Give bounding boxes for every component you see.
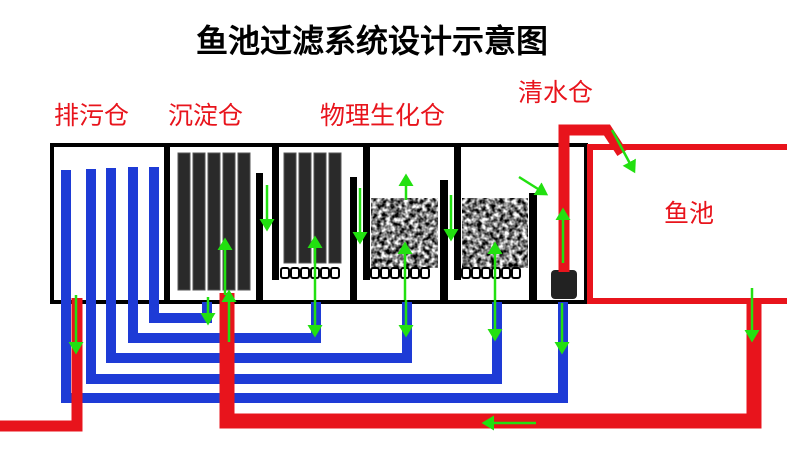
grid-cell [390,267,400,279]
divider [454,145,461,280]
divider [164,145,170,302]
filter-brush [298,152,312,264]
filter-brush [177,152,191,291]
grid-cell [420,267,430,279]
filter-brush [192,152,206,291]
grid-cell [300,267,310,279]
filter-brush [283,152,297,264]
label-clean-chamber: 清水仓 [518,78,593,107]
label-biochem-chamber: 物理生化仓 [320,101,445,130]
grid-cell [501,267,511,279]
flow-arrow-icon [518,175,549,196]
grid-cell [290,267,300,279]
label-sediment-chamber: 沉淀仓 [168,101,243,130]
grid-cell [280,267,290,279]
pump-supply-pipe [558,124,627,272]
grid-cell [481,267,491,279]
filter-brushes-physical [283,152,342,264]
baffle [440,180,448,302]
baffle [529,193,537,302]
water-pump-icon [551,270,577,299]
grid-cell [330,267,340,279]
filter-brush [237,152,251,291]
support-grid [280,267,521,279]
grid-cell [320,267,330,279]
flow-arrow-icon [610,129,636,174]
flow-arrows [68,129,760,431]
filter-brushes-sediment [177,152,251,291]
baffle [350,177,357,302]
fish-pond-outline [587,144,787,304]
grid-cell [461,267,471,279]
grid-cell [410,267,420,279]
grid-cell [511,267,521,279]
label-sewage-chamber: 排污仓 [54,101,129,130]
grid-cell [380,267,390,279]
grid-cell [370,267,380,279]
grid-cell [471,267,481,279]
baffle [256,173,263,302]
filter-brush [328,152,342,264]
divider [363,145,370,280]
diagram-title: 鱼池过滤系统设计示意图 [196,22,548,60]
filter-brush [207,152,221,291]
divider [272,145,279,280]
label-fish-pond: 鱼池 [664,199,714,228]
